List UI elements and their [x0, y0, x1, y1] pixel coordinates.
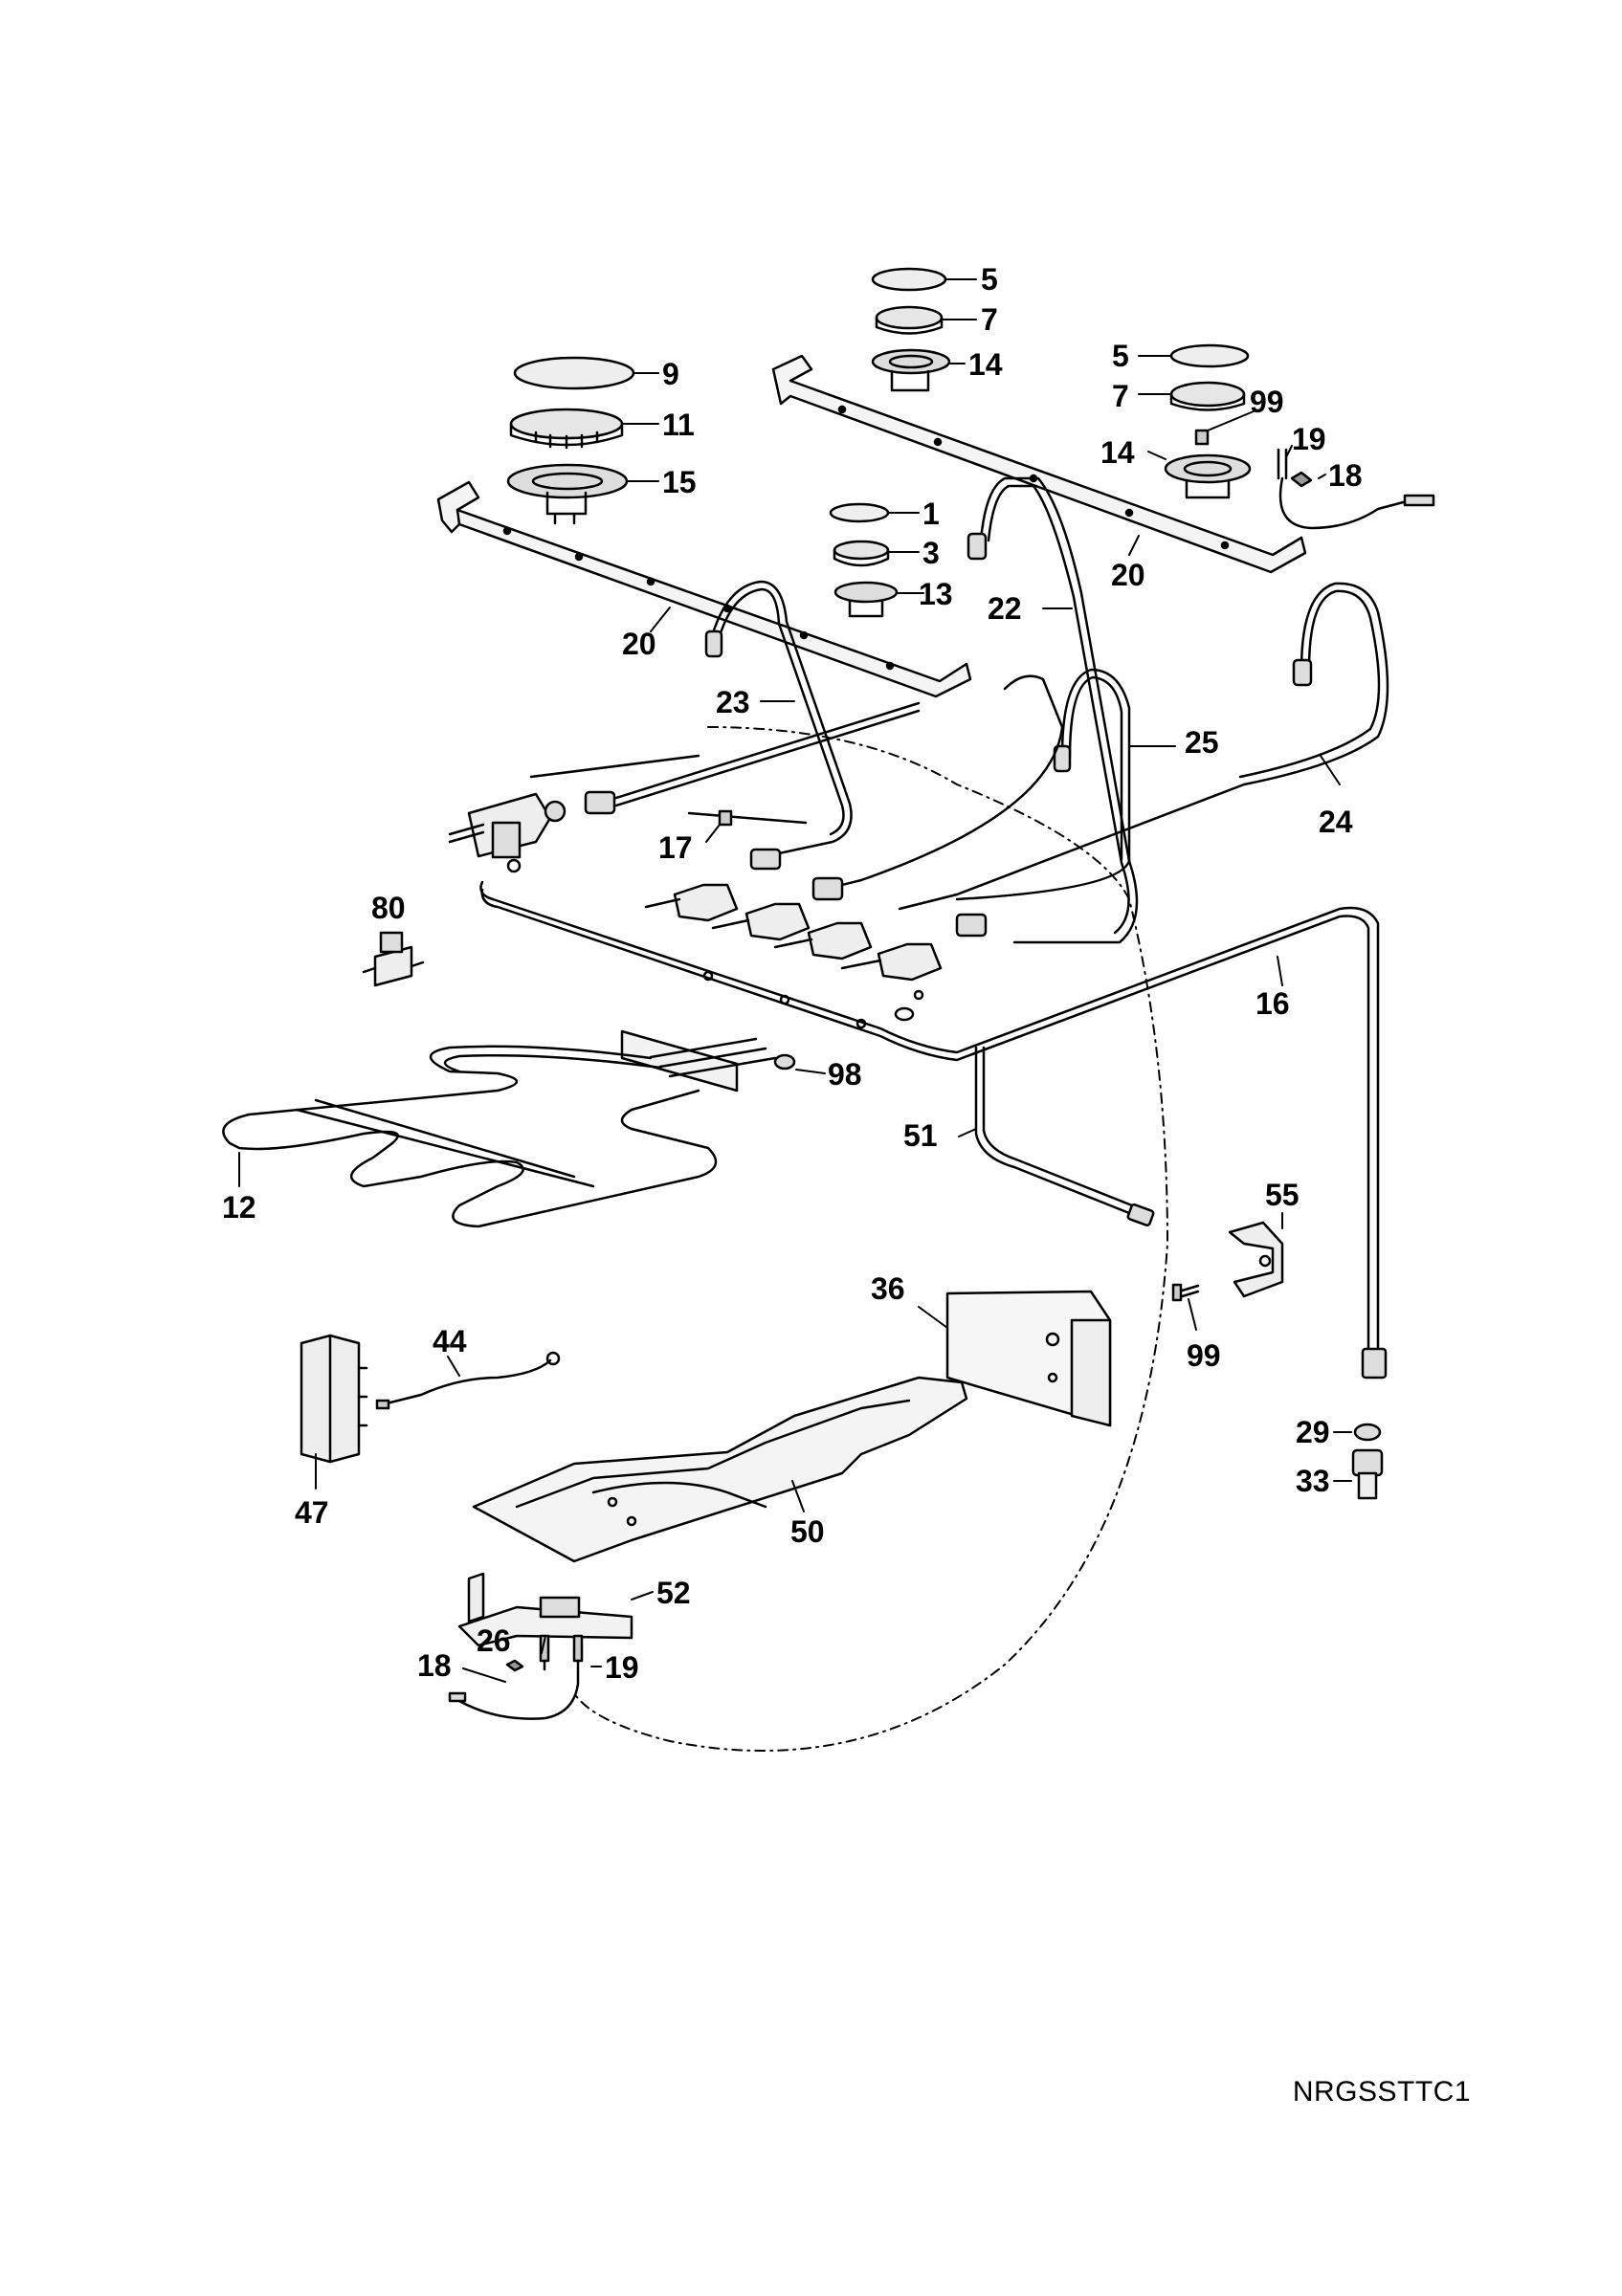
label-p13: 13 [919, 577, 953, 611]
burner-stack-center [871, 267, 951, 392]
connector [1351, 1448, 1384, 1500]
spark-generator [300, 1334, 368, 1464]
ignition-lead [375, 1351, 561, 1410]
burner-rail-right [771, 354, 1307, 574]
grill-element [222, 1029, 777, 1228]
label-p24: 24 [1319, 805, 1353, 839]
label-p33: 33 [1296, 1464, 1330, 1498]
label-p18a: 18 [1328, 458, 1363, 493]
thermostat [362, 931, 425, 987]
burner-bracket [945, 1290, 1112, 1427]
label-p19a: 19 [1292, 422, 1326, 456]
label-p25: 25 [1185, 725, 1219, 760]
label-p51: 51 [903, 1118, 938, 1153]
label-p1: 1 [922, 497, 940, 531]
label-p80: 80 [371, 891, 406, 925]
label-p7a: 7 [981, 302, 998, 337]
label-p20a: 20 [622, 627, 656, 661]
burner-stack-large [506, 356, 635, 525]
label-p9: 9 [662, 357, 679, 391]
label-p36: 36 [871, 1271, 905, 1306]
label-p14a: 14 [968, 347, 1003, 382]
washer [1353, 1423, 1382, 1442]
pipe-bracket [1228, 1221, 1284, 1298]
label-p5a: 5 [981, 262, 998, 297]
label-p15: 15 [662, 465, 697, 499]
label-p26: 26 [477, 1623, 511, 1658]
label-p14b: 14 [1100, 435, 1135, 470]
thermocouple-top [1277, 448, 1435, 530]
oven-gas-tap [448, 754, 808, 859]
dashed-routing-path [573, 726, 1168, 1752]
label-p22: 22 [988, 591, 1022, 626]
leader-lines [238, 278, 1352, 1683]
pipes [584, 476, 1389, 944]
label-p55: 55 [1265, 1178, 1300, 1212]
label-p20b: 20 [1111, 558, 1145, 592]
burner-stack-right [1164, 343, 1252, 499]
label-p23: 23 [716, 685, 750, 719]
label-p98: 98 [828, 1057, 862, 1092]
label-p5b: 5 [1112, 339, 1129, 373]
oven-ignition-group [448, 1634, 584, 1720]
label-p50: 50 [790, 1514, 825, 1549]
grommet [773, 1053, 796, 1071]
manifold-pipe [479, 858, 1388, 1380]
valve-row [644, 809, 943, 982]
label-p17: 17 [658, 830, 693, 865]
label-p19b: 19 [605, 1650, 639, 1685]
label-p29: 29 [1296, 1415, 1330, 1449]
label-p99a: 99 [1250, 385, 1284, 419]
label-p12: 12 [222, 1190, 256, 1225]
label-p18b: 18 [417, 1648, 452, 1683]
oven-gas-pipe [974, 1046, 1155, 1227]
label-p52: 52 [656, 1576, 691, 1610]
burner-rail-left [436, 480, 972, 698]
label-p47: 47 [295, 1495, 329, 1530]
label-p3: 3 [922, 536, 940, 570]
label-p44: 44 [433, 1324, 467, 1358]
label-p99b: 99 [1187, 1338, 1221, 1373]
oven-burner [472, 1376, 968, 1563]
label-p7b: 7 [1112, 379, 1129, 413]
burner-bracket-lower [457, 1572, 633, 1647]
diagram-code: NRGSSTTC1 [1292, 2076, 1471, 2108]
screw [1171, 1283, 1200, 1302]
label-p16: 16 [1255, 986, 1290, 1021]
label-p11: 11 [662, 408, 695, 442]
part-labels: 5 7 14 9 11 15 5 7 99 14 19 18 1 3 13 20… [222, 262, 1363, 1685]
burner-stack-mini [829, 502, 899, 618]
